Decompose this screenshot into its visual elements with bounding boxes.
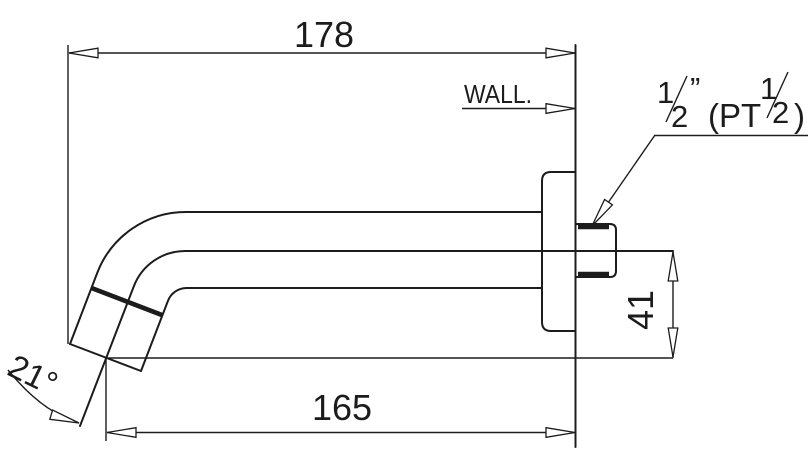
thread-frac2-slash — [766, 71, 789, 119]
thread-frac2-numerator: 1 — [760, 71, 777, 106]
dim-165-label: 165 — [312, 387, 372, 428]
arrowhead-178-left — [68, 47, 99, 59]
tube-bottom-edge — [140, 287, 543, 372]
arrowhead-41-top — [667, 251, 679, 282]
tube-middle-line — [79, 249, 674, 427]
arrowhead-165-left — [106, 426, 137, 439]
arrowhead-41-bottom — [667, 327, 679, 358]
thread-frac1-slash — [665, 75, 688, 123]
arrowhead-thread — [591, 198, 614, 227]
dimension-angle-21: 21° — [3, 347, 80, 424]
thread-callout: 1 2 ” (PT 1 2 ) — [591, 71, 808, 227]
outlet-face-edge — [69, 343, 142, 372]
arrowhead-wall — [545, 102, 576, 115]
spout-body — [69, 44, 674, 448]
dimension-41: 41 — [106, 251, 679, 359]
arrowhead-178-right — [545, 47, 576, 59]
thread-frac1-denominator: 2 — [671, 99, 688, 134]
thread-pt-text: (PT — [708, 97, 761, 134]
dim-178-label: 178 — [294, 14, 354, 55]
wall-label: WALL. — [464, 79, 532, 109]
arrowhead-angle — [48, 409, 80, 424]
wall-callout: WALL. — [462, 79, 576, 115]
dimension-178: 178 — [67, 14, 576, 344]
tip-seam-line — [90, 285, 164, 318]
dim-41-label: 41 — [620, 290, 661, 330]
thread-close-paren: ) — [794, 97, 805, 134]
thread-inch-mark: ” — [690, 71, 700, 106]
dimension-165: 165 — [105, 358, 576, 441]
thread-label: 1 2 ” (PT 1 2 ) — [657, 71, 805, 134]
thread-frac1-numerator: 1 — [657, 75, 674, 110]
thread-frac2-denominator: 2 — [772, 95, 789, 130]
angle-21-label: 21° — [3, 347, 64, 402]
tube-top-edge — [69, 211, 543, 345]
arrowhead-165-right — [545, 426, 576, 439]
